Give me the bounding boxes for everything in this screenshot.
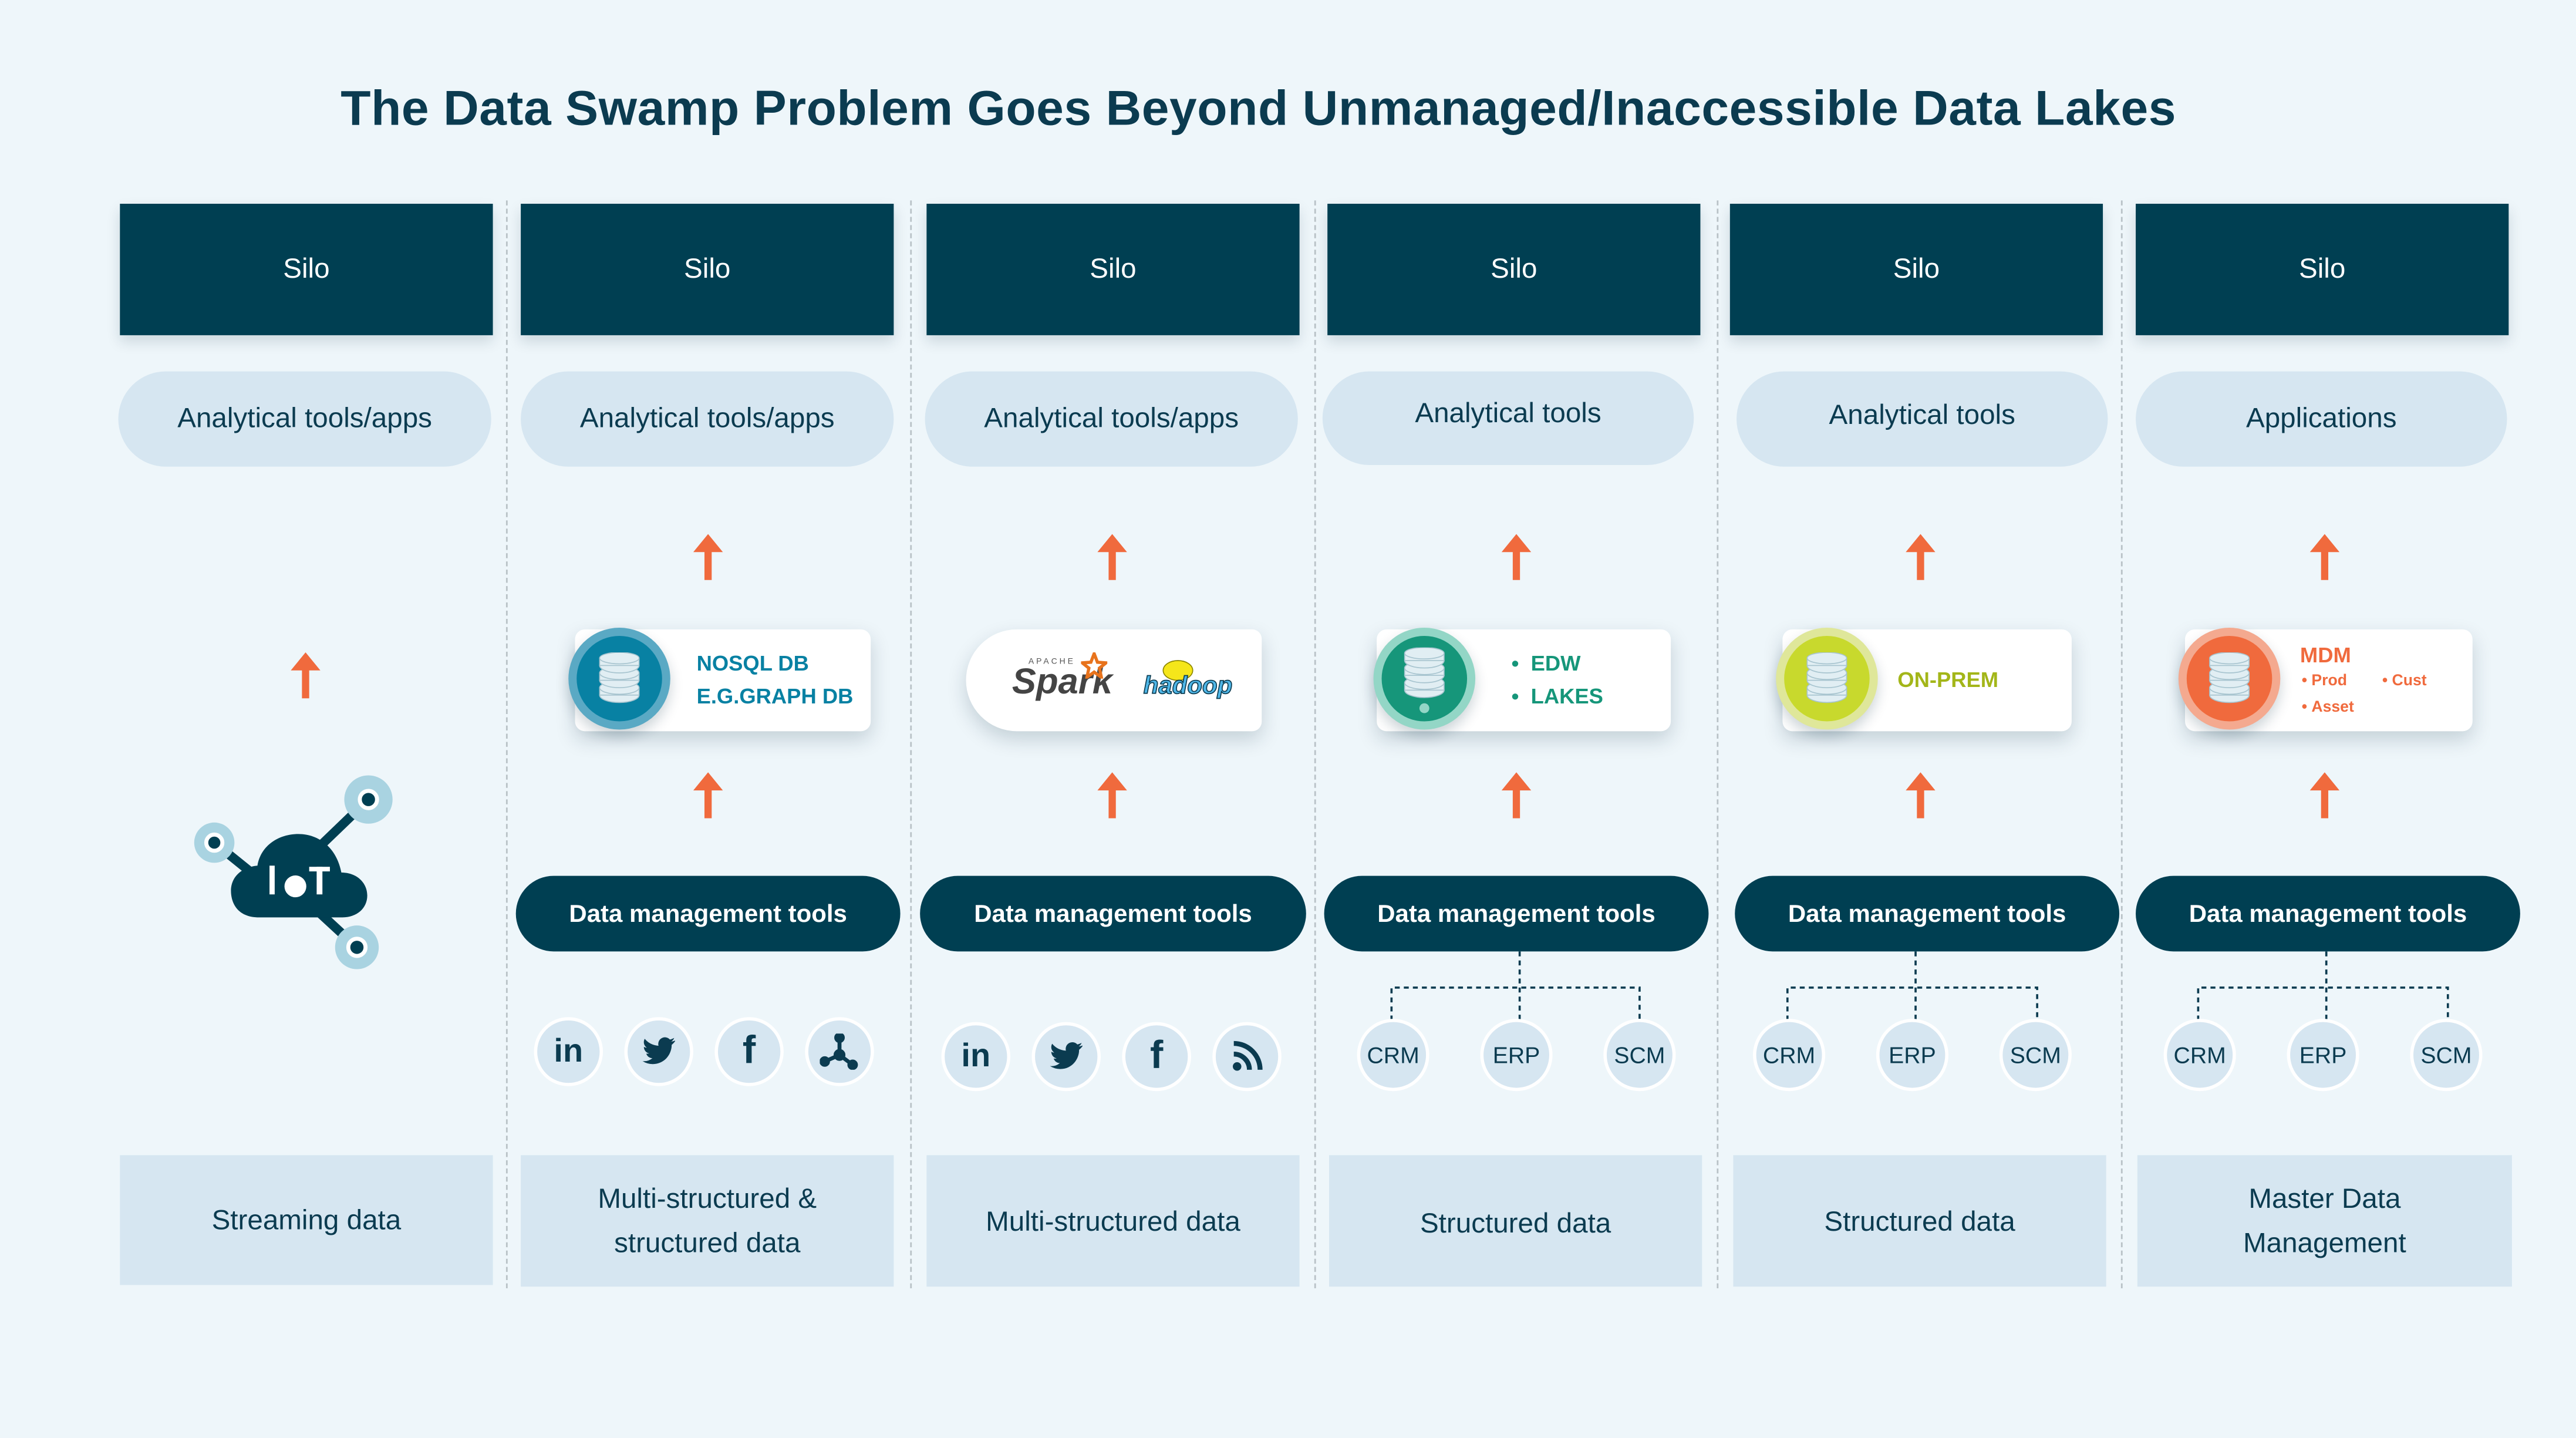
arrow-up-icon (693, 772, 723, 819)
card-line: ON-PREM (1897, 667, 1999, 692)
column-divider (1717, 200, 1719, 1289)
spark-hadoop-card: APACHE Spark hadoop (966, 629, 1262, 732)
silo-header: Silo (1327, 204, 1701, 335)
top-label-pill: Analytical tools (1737, 371, 2108, 467)
card-bullet: • LAKES (1511, 683, 1603, 709)
twitter-icon (1031, 1022, 1101, 1092)
data-management-pill: Data management tools (1324, 875, 1709, 952)
system-scm: SCM (1999, 1019, 2072, 1092)
system-crm: CRM (1357, 1019, 1429, 1092)
card-bullet: • Cust (2382, 672, 2427, 691)
column-divider (910, 200, 912, 1289)
arrow-up-icon (1906, 534, 1936, 580)
database-disc (568, 628, 670, 730)
data-management-pill: Data management tools (2136, 875, 2520, 952)
elephant-icon (1162, 660, 1193, 681)
data-type-label: Master Data Management (2137, 1155, 2512, 1287)
data-type-label: Structured data (1733, 1155, 2106, 1287)
data-management-pill: Data management tools (515, 875, 901, 952)
card-bullet: • Prod (2301, 672, 2347, 691)
spark-star-icon (1081, 652, 1108, 679)
column-divider (1314, 200, 1316, 1289)
arrow-up-icon (1501, 772, 1532, 819)
database-icon (599, 652, 640, 703)
column-divider (505, 200, 508, 1289)
twitter-icon (624, 1017, 693, 1086)
arrow-up-icon (693, 534, 723, 580)
arrow-up-icon (1501, 534, 1532, 580)
database-disc (2178, 628, 2281, 730)
arrow-up-icon (1906, 772, 1936, 819)
arrow-up-icon (291, 652, 321, 699)
arrow-up-icon (2309, 534, 2340, 580)
data-type-label: Multi-structured data (926, 1155, 1300, 1287)
data-type-label: Multi-structured & structured data (521, 1155, 894, 1287)
system-crm: CRM (2163, 1019, 2236, 1092)
graph-network-icon (805, 1017, 874, 1086)
data-type-label: Structured data (1329, 1155, 1702, 1287)
database-disc (1776, 628, 1878, 730)
card-bullet: • Asset (2301, 698, 2354, 717)
arrow-up-icon (1097, 772, 1127, 819)
database-disc (1373, 628, 1476, 730)
top-label-pill: Applications (2136, 371, 2507, 467)
on-prem-card: ON-PREM (1776, 628, 2072, 732)
silo-header: Silo (120, 204, 493, 335)
system-scm: SCM (2410, 1019, 2483, 1092)
card-heading: MDM (2299, 642, 2351, 668)
arrow-up-icon (2309, 772, 2340, 819)
database-icon (2209, 652, 2250, 703)
column-divider (2120, 200, 2123, 1289)
silo-header: Silo (521, 204, 894, 335)
system-scm: SCM (1603, 1019, 1676, 1092)
card-line: E.G.GRAPH DB (696, 683, 854, 709)
edw-lakes-card: • EDW • LAKES (1373, 628, 1671, 732)
facebook-icon: f (714, 1017, 784, 1086)
system-crm: CRM (1752, 1019, 1826, 1092)
system-erp: ERP (1480, 1019, 1553, 1092)
data-management-pill: Data management tools (1735, 875, 2120, 952)
linkedin-icon: in (941, 1022, 1011, 1092)
connector-lines (2197, 951, 2449, 1021)
silo-header: Silo (926, 204, 1300, 335)
iot-cloud-icon (194, 775, 393, 969)
top-label-pill: Analytical tools/apps (118, 371, 491, 467)
linkedin-icon: in (534, 1017, 603, 1086)
facebook-icon: f (1122, 1022, 1191, 1092)
top-label-pill: Analytical tools/apps (521, 371, 894, 467)
top-label-pill: Analytical tools (1322, 371, 1694, 465)
arrow-up-icon (1097, 534, 1127, 580)
system-erp: ERP (1876, 1019, 1949, 1092)
top-label-pill: Analytical tools/apps (925, 371, 1298, 467)
silo-header: Silo (1729, 204, 2103, 335)
silo-header: Silo (2136, 204, 2509, 335)
data-type-label: Streaming data (120, 1155, 493, 1285)
database-icon (1806, 652, 1847, 703)
connector-lines (1786, 951, 2038, 1021)
database-icon (1404, 647, 1445, 698)
diagram-title: The Data Swamp Problem Goes Beyond Unman… (340, 82, 2177, 137)
system-erp: ERP (2287, 1019, 2359, 1092)
nosql-db-card: NOSQL DB E.G.GRAPH DB (568, 628, 871, 732)
card-bullet: • EDW (1511, 651, 1581, 676)
connector-lines (1390, 951, 1641, 1021)
card-line: NOSQL DB (696, 651, 809, 676)
mdm-card: MDM • Prod • Cust • Asset (2178, 628, 2473, 732)
rss-icon (1212, 1022, 1282, 1092)
data-management-pill: Data management tools (920, 875, 1306, 952)
